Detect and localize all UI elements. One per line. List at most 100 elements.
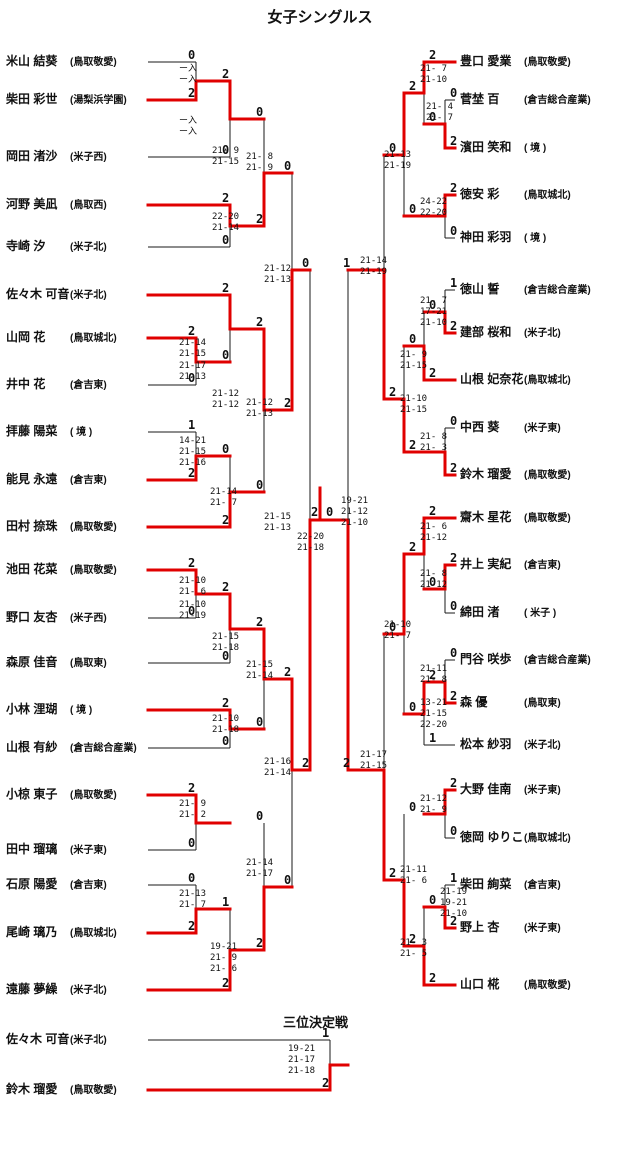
player-entry: 井中 花(倉吉東) [6, 376, 107, 394]
game-count-label: 0 [222, 649, 230, 663]
player-name: 建部 桜和 [460, 325, 512, 339]
player-school: (倉吉総合産業) [524, 655, 591, 666]
match-score: 21- 9 21- 2 [179, 799, 207, 820]
game-count-label: 2 [450, 181, 458, 195]
game-count-label: 2 [222, 580, 230, 594]
match-score: 21-11 21- 6 [400, 865, 428, 886]
player-name: 山根 有紗 [6, 740, 58, 754]
game-count-label: 0 [222, 348, 230, 362]
player-school: (鳥取城北) [70, 333, 117, 344]
player-name: 徳山 誓 [460, 282, 500, 296]
player-name: 徳岡 ゆりこ [460, 830, 524, 844]
match-score: 22-20 21-14 [212, 212, 240, 233]
player-school: (米子北) [524, 740, 561, 751]
game-count-label: 2 [322, 1076, 330, 1090]
game-count-label: 0 [429, 575, 437, 589]
player-school: ( 境 ) [70, 705, 93, 716]
game-count-label: 2 [188, 919, 196, 933]
player-school: (米子北) [70, 1035, 107, 1046]
player-name: 寺崎 汐 [6, 239, 46, 253]
player-school: (鳥取東) [524, 698, 561, 709]
match-score: 21- 8 21- 9 [246, 152, 274, 173]
game-count-label: 2 [450, 134, 458, 148]
player-name: 柴田 絢菜 [460, 877, 512, 891]
player-name: 齋木 星花 [460, 510, 512, 524]
player-entry: 石原 陽愛(倉吉東) [6, 876, 107, 894]
game-count-label: 2 [429, 668, 437, 682]
player-name: 遠藤 夢繰 [6, 982, 58, 996]
player-entry: 齋木 星花(鳥取敬愛) [460, 509, 571, 527]
player-name: 田村 捺珠 [6, 519, 58, 533]
game-count-label: 2 [409, 540, 417, 554]
player-entry: 山根 有紗(倉吉総合産業) [6, 739, 137, 757]
game-count-label: 2 [429, 366, 437, 380]
match-score: 21-17 21-15 [360, 750, 388, 771]
player-school: (湯梨浜学園) [70, 95, 127, 106]
player-school: (米子北) [70, 242, 107, 253]
player-name: 菅埜 百 [460, 92, 500, 106]
player-school: (鳥取敬愛) [70, 790, 117, 801]
player-name: 徳安 彩 [460, 187, 500, 201]
player-entry: 建部 桜和(米子北) [460, 324, 561, 342]
player-entry: 濱田 笑和( 境 ) [460, 139, 546, 157]
game-count-label: 2 [256, 936, 264, 950]
player-school: (鳥取敬愛) [524, 980, 571, 991]
game-count-label: 0 [256, 809, 264, 823]
player-name: 小椋 東子 [6, 787, 58, 801]
match-score: 21-10 21- 7 [384, 620, 412, 641]
player-entry: 鈴木 瑠愛(鳥取敬愛) [460, 466, 571, 484]
player-name: 河野 美凪 [6, 197, 58, 211]
player-entry: 小椋 東子 (鳥取敬愛) [6, 786, 117, 804]
game-count-label: 0 [389, 620, 397, 634]
match-score: 21-14 21-19 [360, 256, 388, 277]
player-school: (米子東) [524, 923, 561, 934]
game-count-label: 0 [256, 105, 264, 119]
match-score: 21- 9 21-15 [400, 350, 428, 371]
game-count-label: 2 [311, 505, 319, 519]
game-count-label: 2 [256, 212, 264, 226]
player-entry: 徳岡 ゆりこ(鳥取城北) [460, 829, 571, 847]
match-score: 21-15 21-18 [212, 632, 240, 653]
player-name: 綿田 渚 [460, 605, 500, 619]
player-name: 野上 杏 [460, 920, 500, 934]
player-entry: 豊口 愛業(鳥取敬愛) [460, 53, 571, 71]
player-school: (米子北) [70, 290, 107, 301]
player-entry: 菅埜 百(倉吉総合産業) [460, 91, 591, 109]
player-name: 井上 実紀 [460, 557, 512, 571]
player-school: (米子東) [70, 845, 107, 856]
player-entry: 岡田 渚沙(米子西) [6, 148, 107, 166]
player-school: (鳥取西) [70, 200, 107, 211]
game-count-label: 2 [450, 461, 458, 475]
player-name: 小林 浬瑚 [6, 702, 58, 716]
player-name: 石原 陽愛 [6, 877, 58, 891]
match-score: 22-20 21-18 [297, 532, 325, 553]
player-school: (倉吉東) [524, 880, 561, 891]
match-score: ー入 ー入 [179, 64, 198, 85]
game-count-label: 0 [429, 110, 437, 124]
game-count-label: 0 [389, 141, 397, 155]
player-name: 森原 佳音 [6, 655, 58, 669]
game-count-label: 1 [450, 276, 458, 290]
player-school: (鳥取東) [70, 658, 107, 669]
player-name: 尾崎 璃乃 [6, 925, 58, 939]
game-count-label: 2 [188, 556, 196, 570]
player-name: 佐々木 可音 [6, 1032, 70, 1046]
game-count-label: 0 [256, 715, 264, 729]
player-entry: 綿田 渚( 米子 ) [460, 604, 556, 622]
player-entry: 柴田 彩世(湯梨浜学園) [6, 91, 127, 109]
player-school: (米子東) [524, 423, 561, 434]
player-entry: 山岡 花(鳥取城北) [6, 329, 117, 347]
game-count-label: 2 [284, 396, 292, 410]
player-entry: 野口 友杏(米子西) [6, 609, 107, 627]
game-count-label: 2 [450, 551, 458, 565]
game-count-label: 0 [222, 442, 230, 456]
game-count-label: 2 [188, 86, 196, 100]
match-score: 19-21 21-17 21-18 [288, 1044, 316, 1076]
player-entry: 河野 美凪 (鳥取西) [6, 196, 107, 214]
game-count-label: 2 [429, 504, 437, 518]
player-entry: 佐々木 可音(米子北) [6, 1031, 107, 1049]
match-score: 21-12 21- 9 [420, 794, 448, 815]
game-count-label: 0 [188, 836, 196, 850]
player-entry: 田村 捺珠(鳥取敬愛) [6, 518, 117, 536]
game-count-label: 2 [222, 976, 230, 990]
